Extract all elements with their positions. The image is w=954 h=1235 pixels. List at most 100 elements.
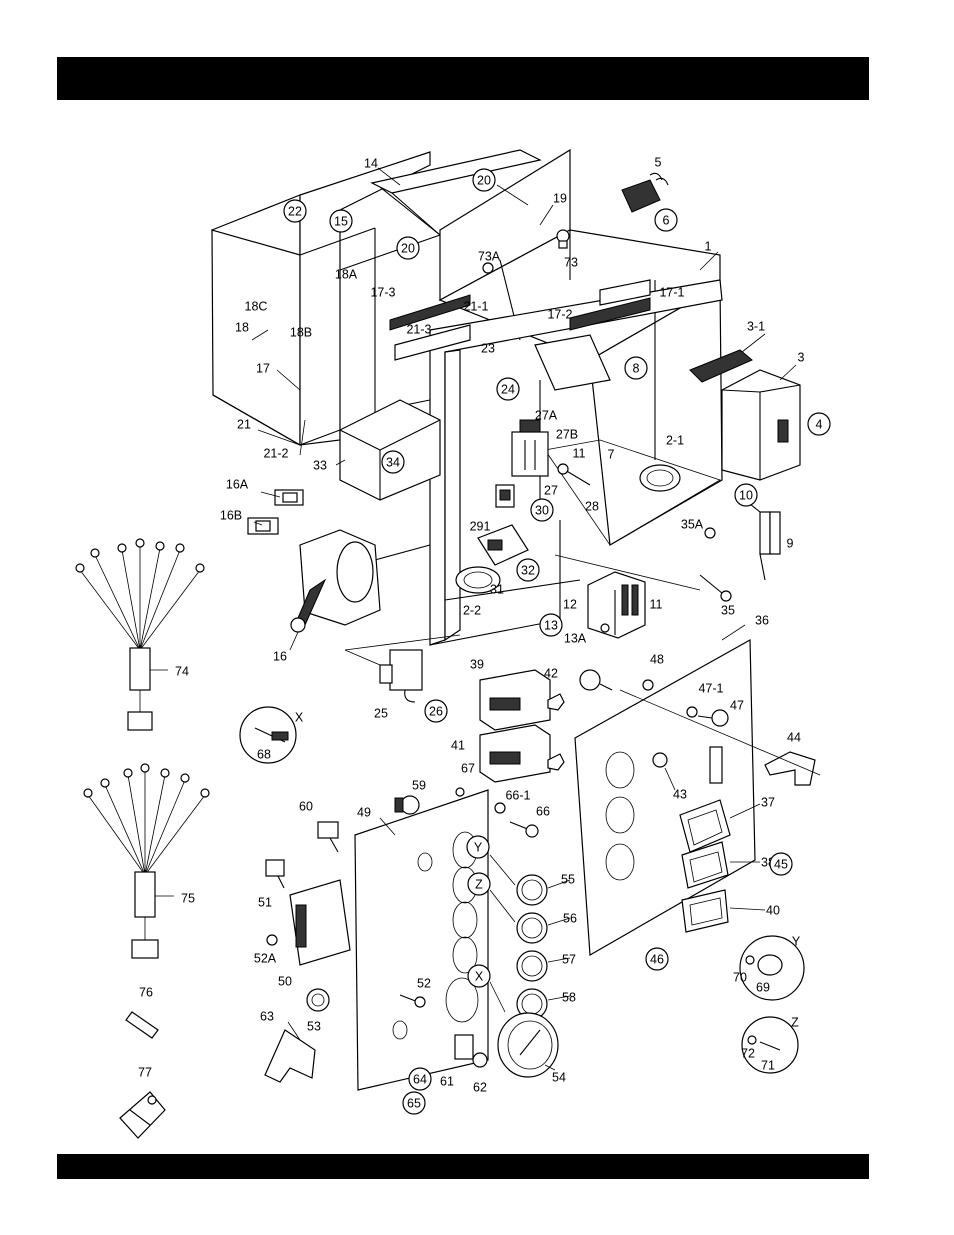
callout-label: 51 xyxy=(258,896,272,910)
toggle-60 xyxy=(317,821,339,853)
callout-label: 76 xyxy=(139,986,153,1000)
callout-label: 37 xyxy=(761,796,775,810)
lamp-59 xyxy=(394,795,420,815)
regulator-board-50 xyxy=(266,879,351,966)
callout-label: Y xyxy=(474,841,483,855)
screw-28 xyxy=(557,463,591,486)
fuse-holders-9-10 xyxy=(744,499,781,581)
callout-label: 20 xyxy=(477,174,491,188)
contactor-27 xyxy=(511,419,549,477)
callout-label: 41 xyxy=(451,739,465,753)
callout-label: 58 xyxy=(562,991,576,1005)
callout-label: 65 xyxy=(407,1097,421,1111)
callout-label: 7 xyxy=(608,448,615,462)
callout-label: 63 xyxy=(260,1010,274,1024)
potentiometer-42 xyxy=(579,669,613,691)
callout-label: 9 xyxy=(787,537,794,551)
callout-label: 33 xyxy=(313,459,327,473)
hour-meter-41 xyxy=(479,724,565,783)
callout-label: 13A xyxy=(564,632,587,646)
callout-circle xyxy=(408,1067,432,1091)
bracket-63 xyxy=(264,1029,316,1083)
callout-label: 16A xyxy=(226,478,249,492)
callout-label: 21-3 xyxy=(406,323,431,337)
callout-label: 12 xyxy=(563,598,577,612)
knob-47 xyxy=(686,706,729,727)
callout-label: 39 xyxy=(470,658,484,672)
callout-label: 21-2 xyxy=(263,447,288,461)
callout-label: 291 xyxy=(470,520,491,534)
callout-label: 16 xyxy=(273,650,287,664)
callout-label: 32 xyxy=(521,564,535,578)
callout-label: 52 xyxy=(417,977,431,991)
callout-label: 4 xyxy=(816,418,823,432)
callout-label: Y xyxy=(792,935,801,949)
callout-label: 48 xyxy=(650,653,664,667)
callout-label: 30 xyxy=(535,504,549,518)
callout-label: 53 xyxy=(307,1020,321,1034)
callout-label: 35A xyxy=(681,518,704,532)
callout-label: 74 xyxy=(175,665,189,679)
callout-circle xyxy=(329,209,353,233)
callout-label: 42 xyxy=(544,667,558,681)
callout-label: 27A xyxy=(535,409,558,423)
callout-label: 6 xyxy=(663,214,670,228)
callout-label: 17 xyxy=(256,362,270,376)
screw-66 xyxy=(455,787,539,838)
detail-x-68 xyxy=(239,706,297,764)
callout-label: 49 xyxy=(357,806,371,820)
rotary-switch-16 xyxy=(247,489,381,633)
meter-37 xyxy=(679,799,731,853)
callout-label: 24 xyxy=(501,383,515,397)
footer-bar xyxy=(57,1154,869,1179)
callout-circle xyxy=(467,964,491,988)
front-panel-49 xyxy=(354,789,489,1091)
callout-label: 72 xyxy=(741,1047,755,1061)
wire-harness-75 xyxy=(83,763,210,959)
callout-label: 46 xyxy=(650,953,664,967)
callout-label: 19 xyxy=(553,192,567,206)
callout-label: 45 xyxy=(774,858,788,872)
terminal-strips xyxy=(389,279,651,361)
callout-label: 17-3 xyxy=(370,286,395,300)
detail-y-69 xyxy=(739,935,805,1001)
screws-73 xyxy=(482,229,570,274)
callout-label: 17-1 xyxy=(659,286,684,300)
callout-label: 68 xyxy=(257,748,271,762)
screw-52 xyxy=(399,994,426,1008)
callout-label: 10 xyxy=(739,489,753,503)
callout-circle xyxy=(530,498,554,522)
callout-label: 40 xyxy=(766,904,780,918)
connector-53 xyxy=(306,988,330,1012)
callout-label: 2-1 xyxy=(666,434,684,448)
callout-label: 52A xyxy=(254,952,277,966)
detail-z-71 xyxy=(741,1016,799,1074)
callout-label: 66 xyxy=(536,805,550,819)
gauges-55-58 xyxy=(516,874,548,1020)
callout-circle xyxy=(472,168,496,192)
callout-label: 73A xyxy=(478,250,501,264)
grommets xyxy=(455,464,681,594)
callout-label: 77 xyxy=(138,1066,152,1080)
callout-circle xyxy=(769,852,793,876)
callout-circle xyxy=(466,835,490,859)
callout-circle xyxy=(396,236,420,260)
callout-circle xyxy=(381,450,405,474)
callout-label: 75 xyxy=(181,892,195,906)
meter-38 xyxy=(681,841,729,889)
callout-label: 56 xyxy=(563,912,577,926)
callout-label: 15 xyxy=(334,215,348,229)
callout-label: 18A xyxy=(335,268,358,282)
callout-circle xyxy=(539,613,563,637)
callout-label: 71 xyxy=(761,1059,775,1073)
callout-label: 3 xyxy=(798,351,805,365)
callout-label: 13 xyxy=(544,619,558,633)
callout-label: 47 xyxy=(730,699,744,713)
callout-label: 31 xyxy=(490,583,504,597)
callout-circle xyxy=(467,872,491,896)
callout-label: X xyxy=(475,970,484,984)
callout-label: Z xyxy=(475,878,483,892)
callout-circle xyxy=(734,483,758,507)
connector-77 xyxy=(119,1091,166,1139)
callout-label: 28 xyxy=(585,500,599,514)
